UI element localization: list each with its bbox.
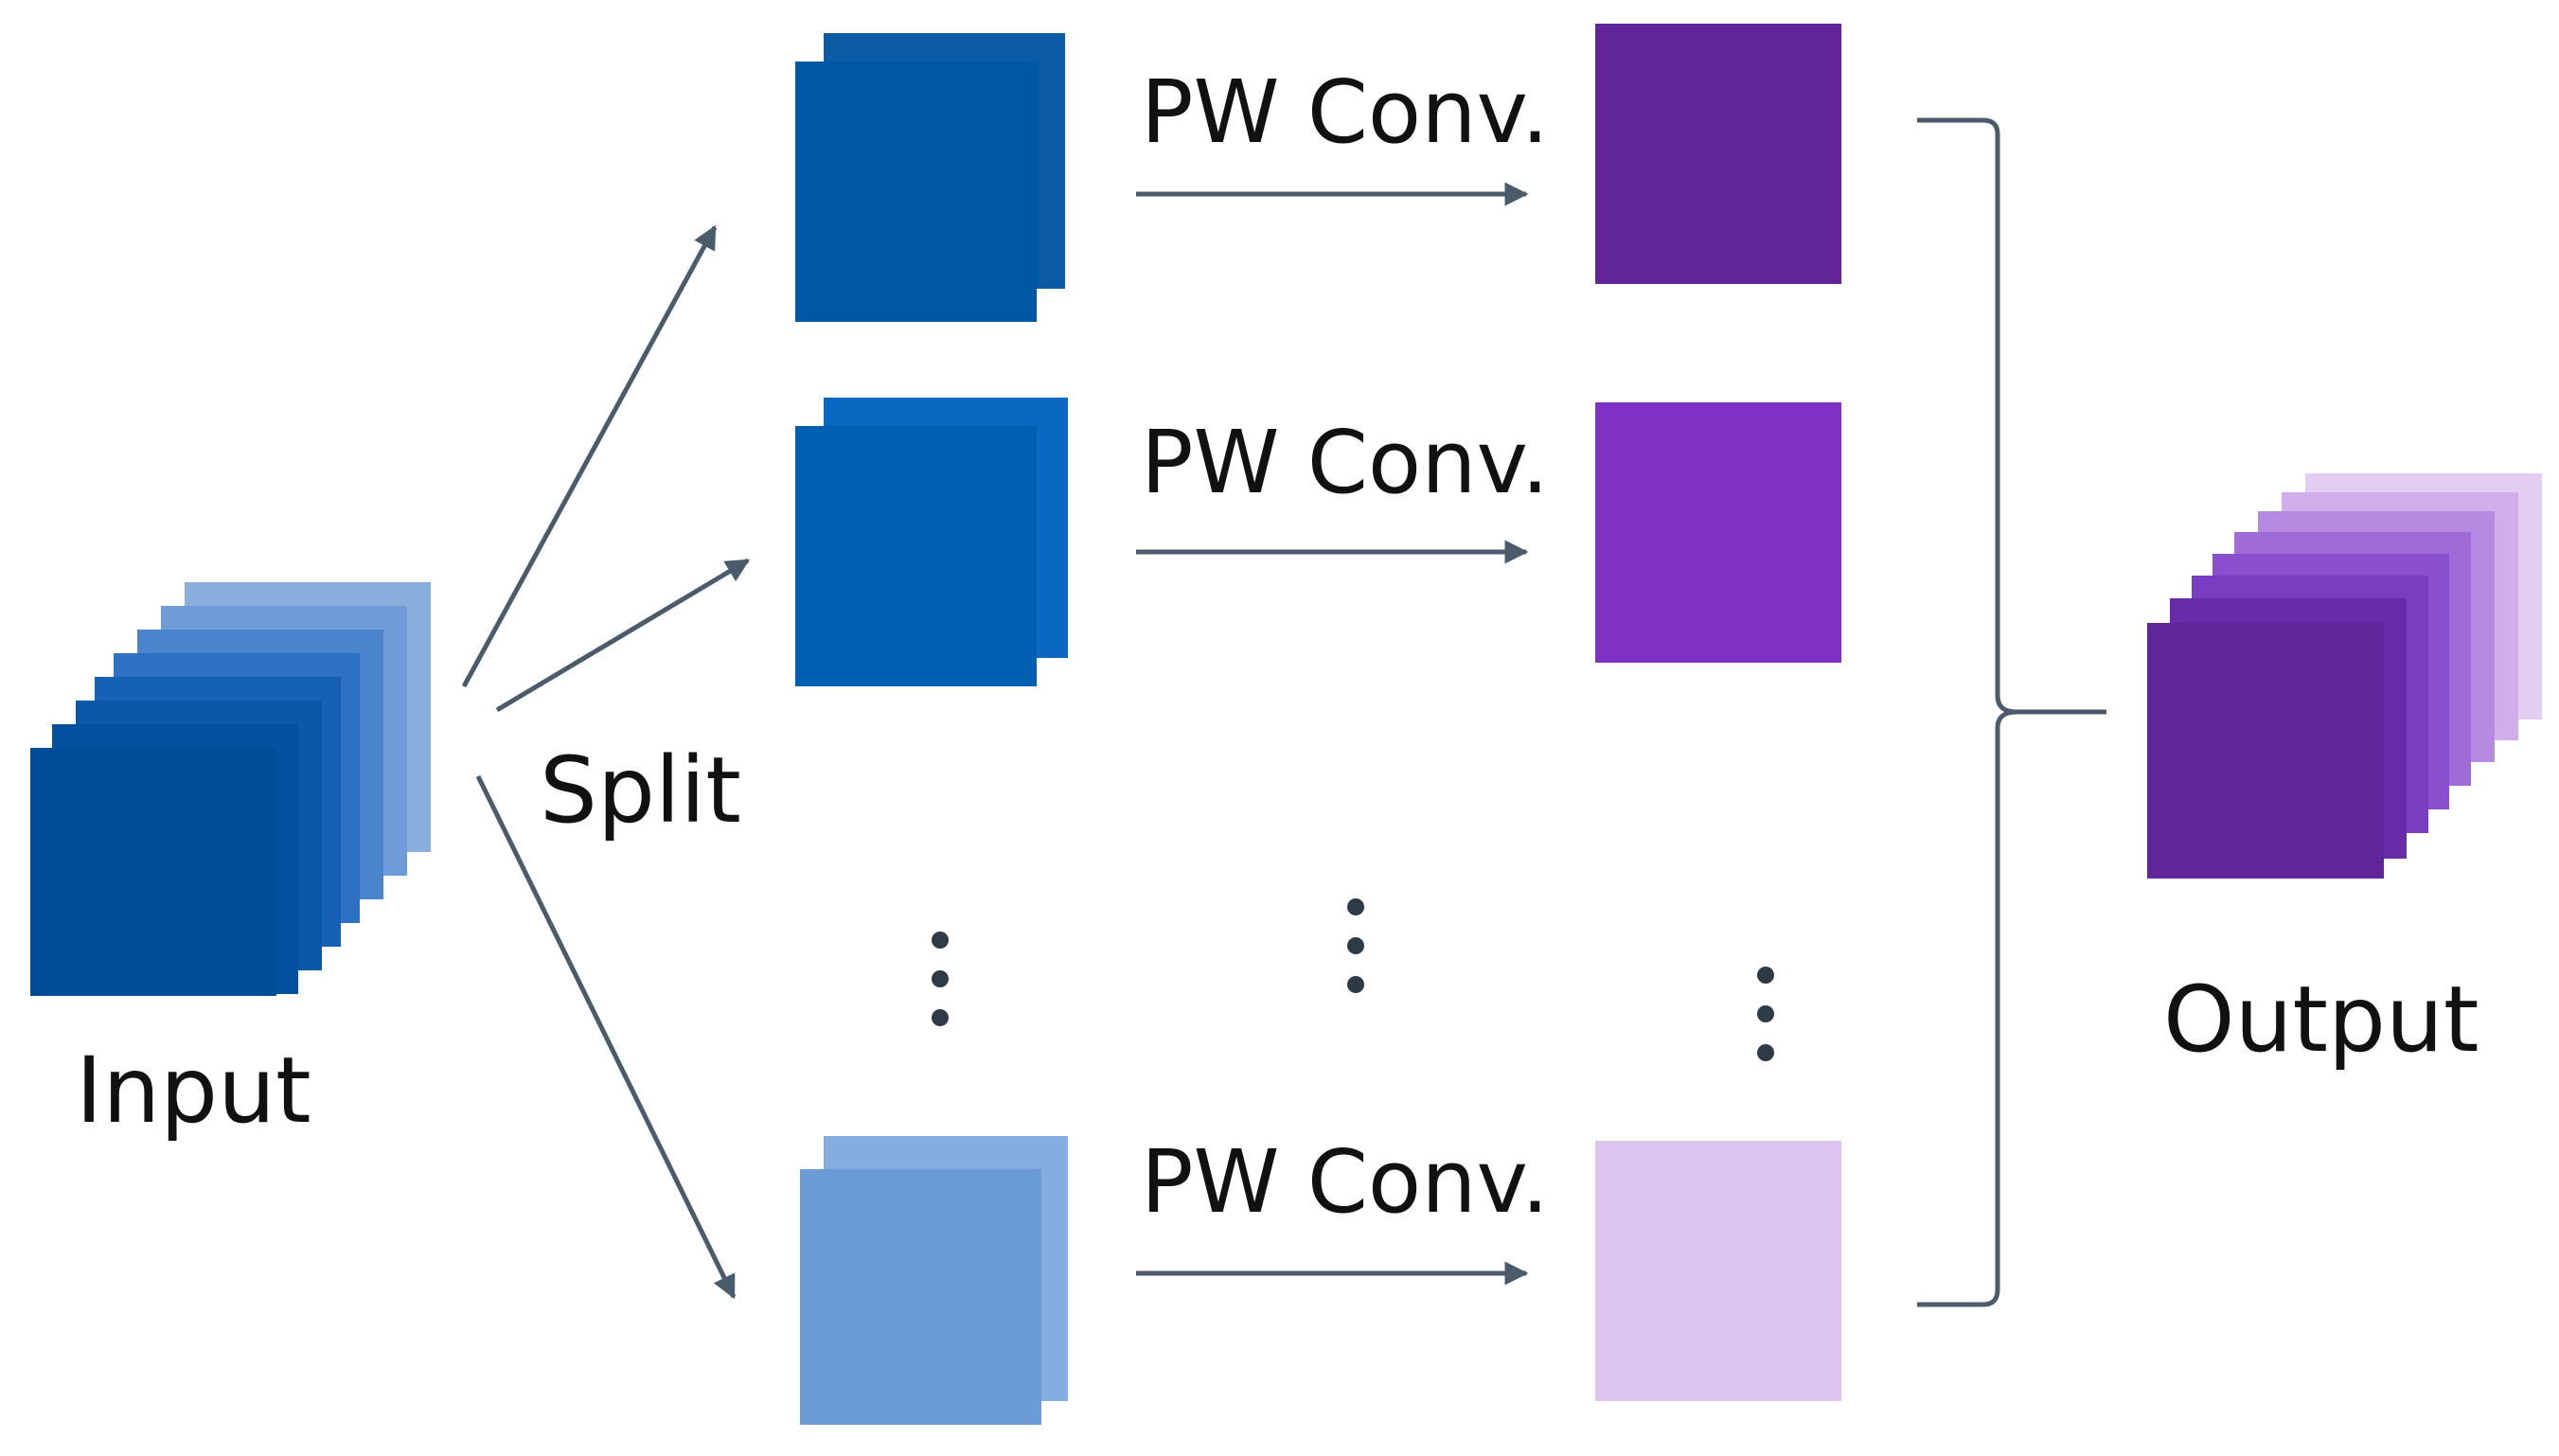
pw-conv-arrows bbox=[1136, 182, 1529, 1286]
split-arrow-bottom bbox=[475, 774, 737, 1300]
pw-conv-label-2: PW Conv. bbox=[1141, 412, 1549, 513]
output-tensor-stack bbox=[2147, 473, 2542, 879]
split-arrow-second bbox=[495, 558, 751, 713]
input-layer-1 bbox=[30, 748, 276, 996]
conv-output-1 bbox=[1595, 24, 1841, 284]
ellipsis-conv-column bbox=[1347, 898, 1364, 993]
split-group-2 bbox=[795, 398, 1068, 686]
conv-output-3 bbox=[1595, 1141, 1841, 1401]
split-group-3 bbox=[800, 1136, 1068, 1425]
concat-brace bbox=[1917, 117, 2106, 1307]
split-group-1 bbox=[795, 33, 1065, 322]
split-group-2-front bbox=[795, 426, 1037, 686]
output-label: Output bbox=[2163, 967, 2479, 1073]
output-layer-1 bbox=[2147, 623, 2384, 879]
ellipsis-output-column bbox=[1757, 967, 1774, 1061]
split-label: Split bbox=[540, 737, 741, 843]
input-label: Input bbox=[76, 1038, 311, 1144]
split-group-1-front bbox=[795, 62, 1037, 322]
ellipsis-split-column bbox=[932, 932, 949, 1026]
input-tensor-stack bbox=[30, 582, 431, 996]
pw-conv-label-1: PW Conv. bbox=[1141, 62, 1549, 163]
split-arrows bbox=[461, 224, 751, 1300]
pw-conv-label-3: PW Conv. bbox=[1141, 1131, 1549, 1233]
split-arrow-top bbox=[461, 224, 718, 688]
conv-output-2 bbox=[1595, 402, 1841, 663]
split-group-3-front bbox=[800, 1169, 1041, 1425]
